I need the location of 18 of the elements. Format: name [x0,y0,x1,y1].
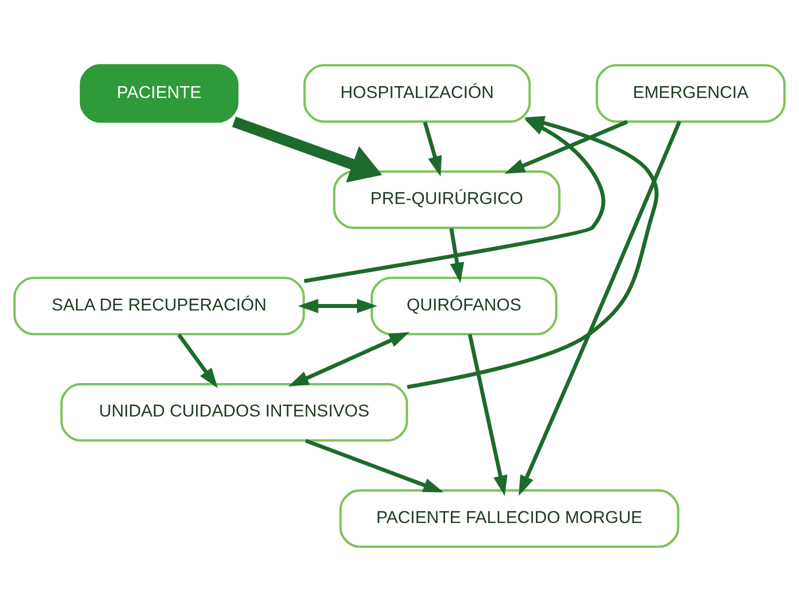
node-box: QUIRÓFANOS [370,276,558,335]
arrow [449,228,464,282]
node-box: UNIDAD CUIDADOS INTENSIVOS [60,382,408,442]
arrow [288,331,410,386]
node-box: HOSPITALIZACIÓN [303,64,531,122]
node-box: PACIENTE FALLECIDO MORGUE [339,488,680,548]
arrow [468,334,508,496]
node-box: EMERGENCIA [596,64,786,122]
arrow [177,333,218,388]
node-box: SALA DE RECUPERACIÓN [13,276,305,335]
arrow [305,438,444,492]
node-box: PRE-QUIRÚRGICO [333,170,561,228]
arrow [518,120,682,496]
arrow [298,298,378,313]
node-box: PACIENTE [80,64,238,122]
arrow [232,116,382,182]
arrow [406,115,658,388]
arrow [423,121,442,176]
